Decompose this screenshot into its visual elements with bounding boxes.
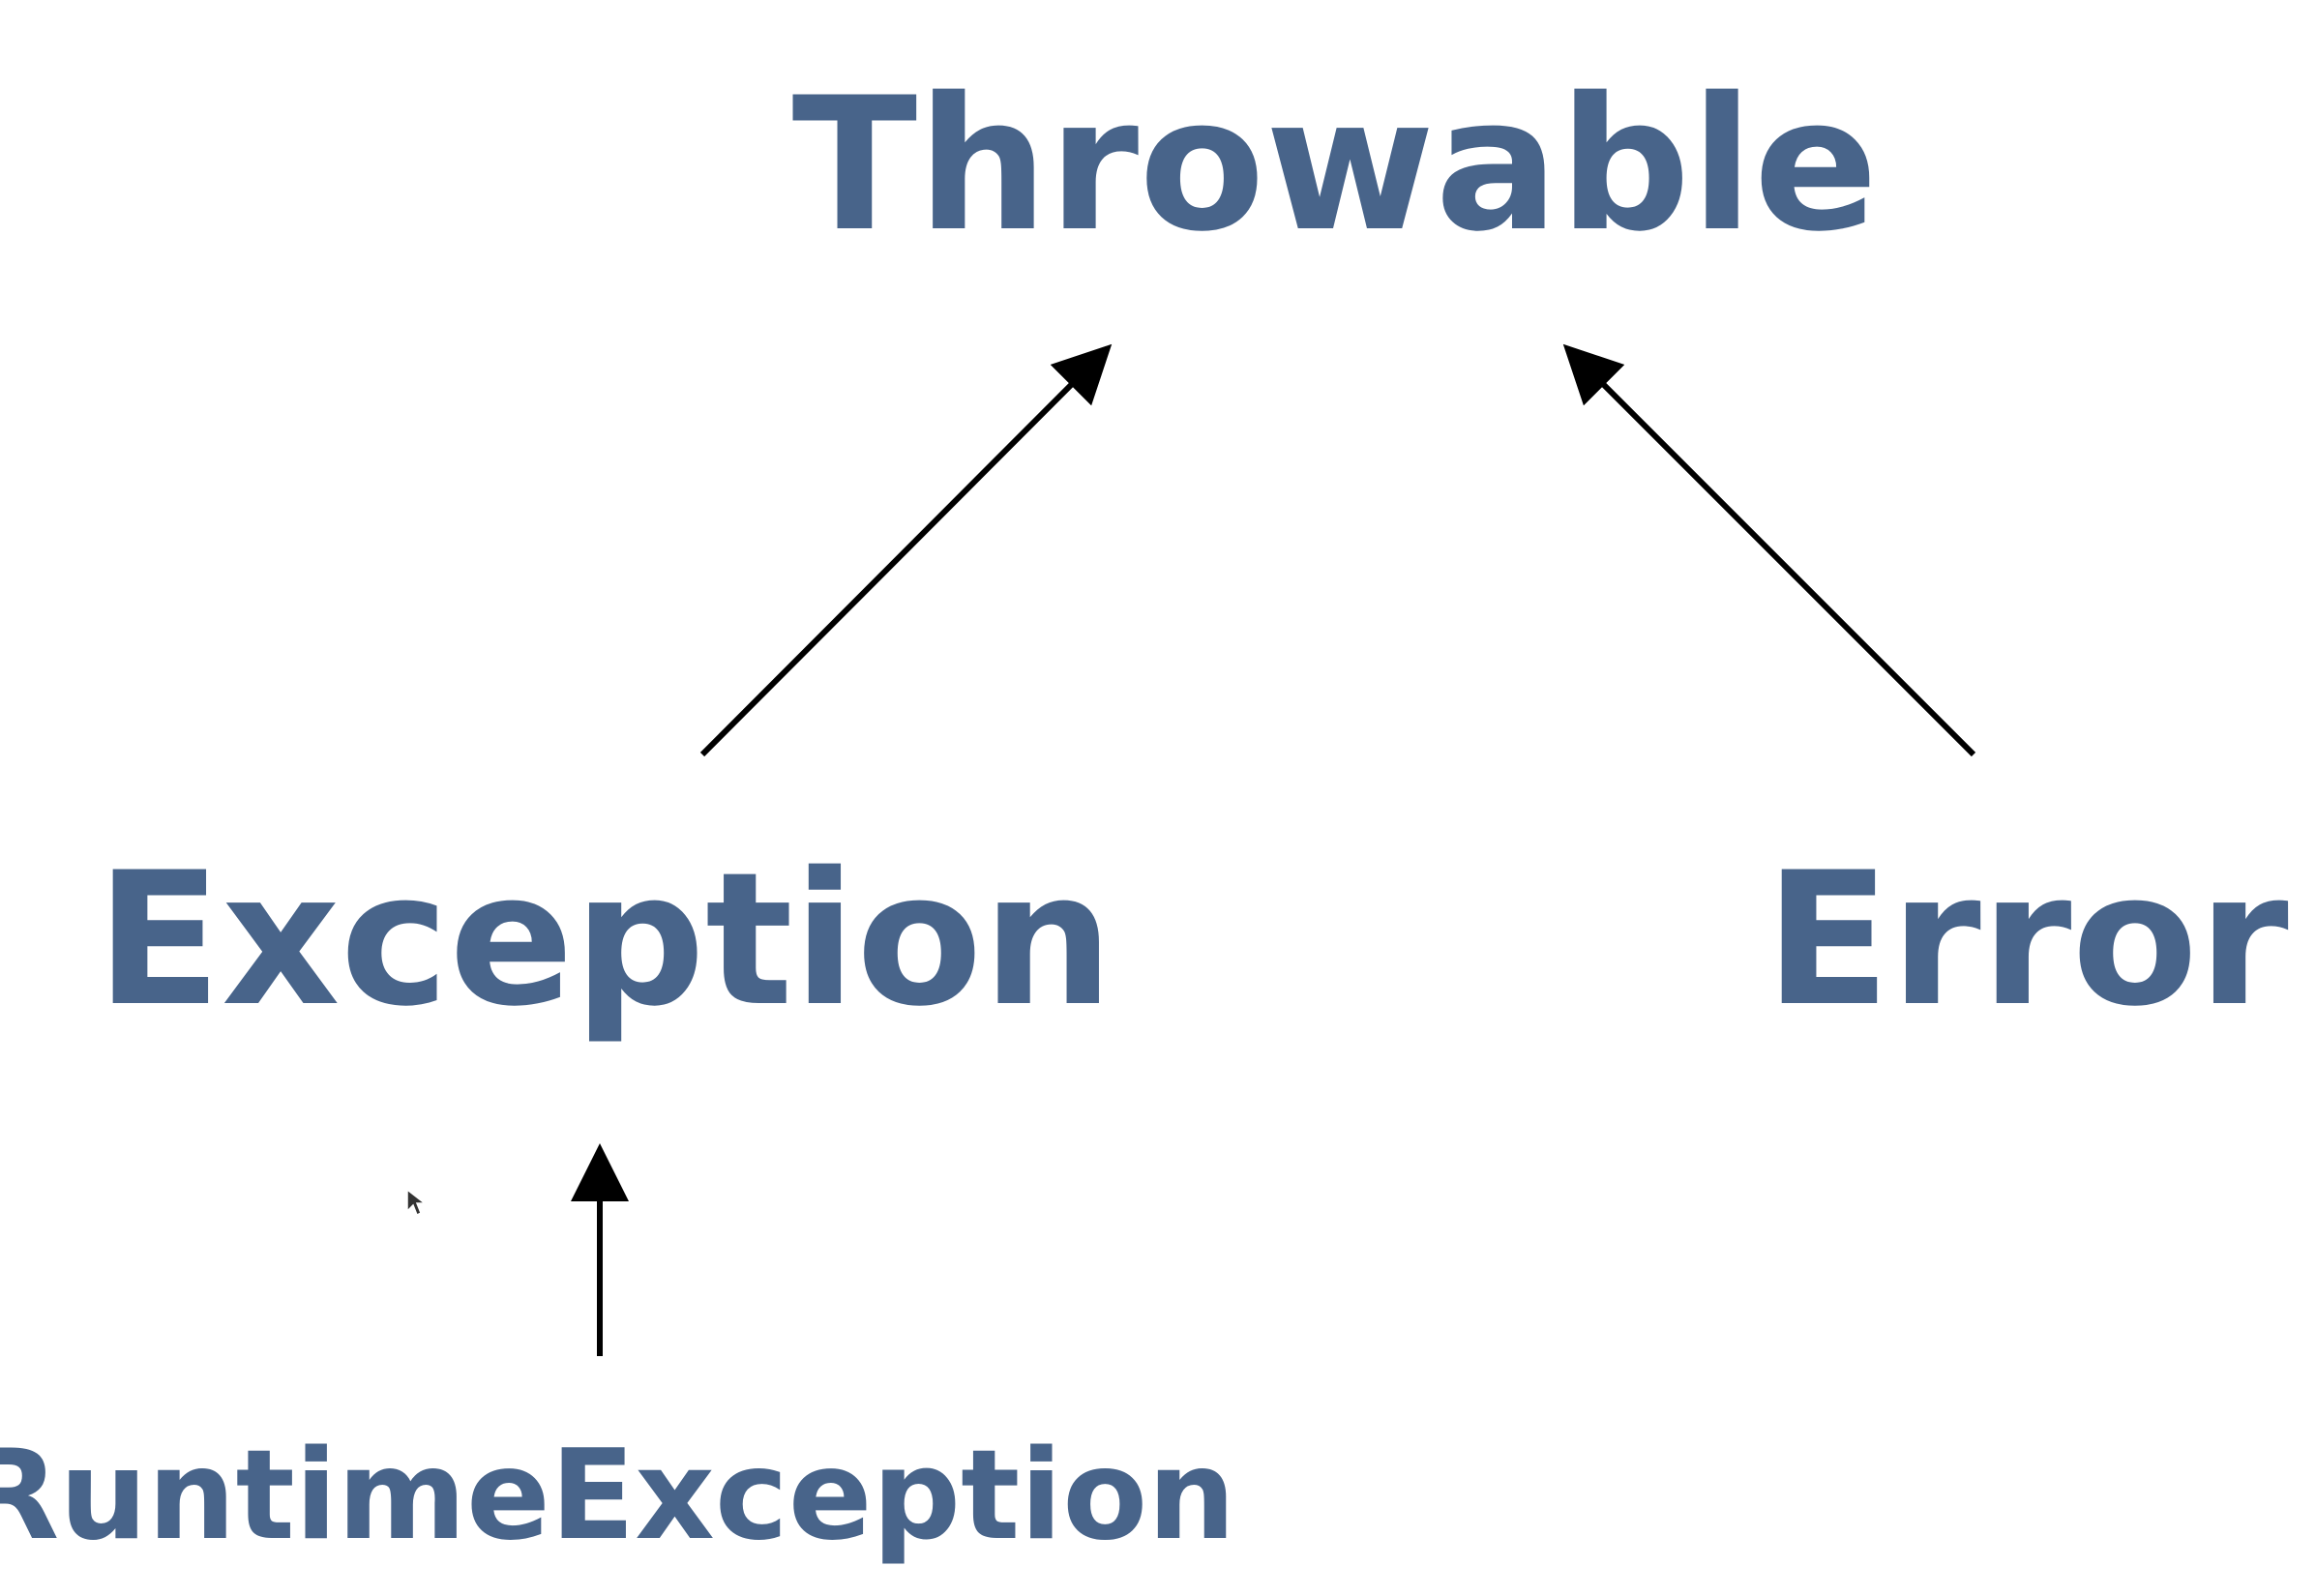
node-runtime-exception: RuntimeException (0, 1424, 1235, 1568)
node-throwable: Throwable (792, 58, 1879, 272)
arrow-error-to-throwable (1562, 343, 1976, 757)
node-error: Error (1765, 833, 2289, 1047)
cursor-icon (406, 1188, 428, 1217)
node-exception: Exception (96, 833, 1113, 1047)
arrow-exception-to-throwable (699, 343, 1113, 757)
